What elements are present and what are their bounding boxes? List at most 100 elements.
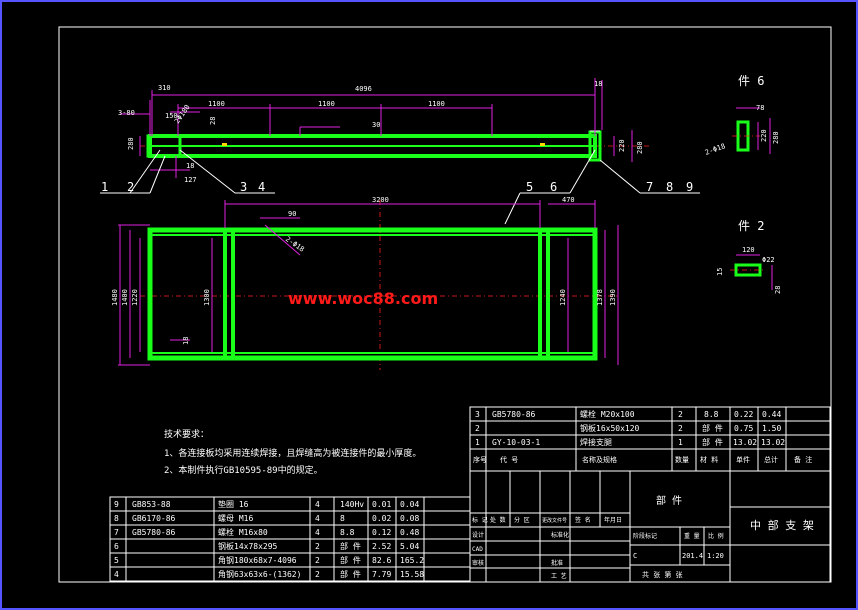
part2-dim-hole: Φ22 — [762, 256, 775, 264]
tb-review: 审核 — [472, 559, 484, 567]
bom-u-r1-name: 螺栓 M20x100 — [580, 409, 635, 419]
dim-front-1400: 1400 — [121, 289, 129, 306]
bom-lower-cell: 4 — [315, 528, 320, 537]
bom-lower-cell: 0.08 — [400, 514, 419, 523]
tb-stage-value: C — [633, 552, 637, 560]
tb-count: 处 数 — [490, 516, 506, 524]
bom-lower-cell: 螺母 M16 — [218, 513, 253, 523]
dim-front-1220: 1220 — [131, 289, 139, 306]
tb-weight-label: 重 量 — [684, 532, 700, 540]
bom-u-r1-unit: 0.22 — [734, 410, 753, 419]
balloon-1: 1 — [101, 180, 108, 194]
bom-u-r1-total: 0.44 — [762, 410, 781, 419]
balloon-3: 3 — [240, 180, 247, 194]
bom-lower-cell: 部 件 — [340, 555, 361, 565]
tech-req-item-2: 2、本制件执行GB10595-89中的规定。 — [164, 464, 323, 476]
part6-dim-holes: 2-Φ18 — [704, 142, 727, 157]
bom-u-r3-mat: 部 件 — [702, 437, 723, 447]
dim-left-150: 150 — [165, 112, 178, 120]
watermark: www.woc88.com — [288, 289, 438, 308]
bom-lower-cell: 0.48 — [400, 528, 419, 537]
dim-right-18: 18 — [594, 80, 602, 88]
title-block-grid — [469, 470, 831, 583]
detail-part-2: 件 2 120 Φ22 28 15 — [716, 219, 782, 294]
bom-u-r3-qty: 1 — [678, 438, 683, 447]
bom-lower-cell: 钢板14x78x295 — [218, 541, 278, 551]
bom-lower-cell: 9 — [114, 500, 119, 509]
part2-label: 件 2 — [738, 219, 764, 233]
tb-signature: 签 名 — [575, 516, 591, 524]
bom-lower-cell: 165.2 — [400, 556, 424, 565]
bom-lower-cell: 6 — [114, 542, 119, 551]
tb-process: 工 艺 — [551, 572, 567, 580]
bom-u-h-unit: 单件 — [736, 455, 750, 464]
bom-u-h-mat: 材 料 — [700, 455, 718, 464]
bom-lower-cell: 部 件 — [340, 541, 361, 551]
bom-lower-cell: 4 — [315, 514, 320, 523]
bom-u-r2-name: 钢板16x50x120 — [580, 423, 640, 433]
balloon-6: 6 — [550, 180, 557, 194]
tb-standardization: 标准化 — [551, 531, 569, 539]
detail-part-6: 件 6 78 220 280 2-Φ18 — [704, 74, 780, 157]
balloon-4: 4 — [258, 180, 265, 194]
bom-lower-cell: 0.02 — [372, 514, 391, 523]
dim-right-280: 280 — [636, 141, 644, 154]
bom-lower-cell: 2.52 — [372, 542, 391, 551]
part6-label: 件 6 — [738, 74, 764, 88]
bom-lower-cell: 角钢180x68x7-4096 — [218, 555, 297, 565]
tb-part-type: 部 件 — [656, 494, 682, 507]
bom-u-h-total: 总计 — [764, 455, 778, 464]
bom-lower-cell: 8 — [114, 514, 119, 523]
dim-overall-length: 4096 — [355, 85, 372, 93]
dim-front-90: 90 — [288, 210, 296, 218]
part6-dim-220: 220 — [760, 129, 768, 142]
part2-dim-120: 120 — [742, 246, 755, 254]
bom-u-r3-name: 焊接支腿 — [580, 437, 612, 447]
bom-lower-cell: 7 — [114, 528, 119, 537]
tb-scale-value: 1:20 — [707, 552, 724, 560]
dim-left-28: 28 — [209, 117, 217, 125]
tb-date: 年月日 — [604, 516, 622, 524]
balloon-9: 9 — [686, 180, 693, 194]
drawing-frame — [58, 26, 832, 583]
bom-lower-cell: GB6170-86 — [132, 514, 176, 523]
tb-sheet: 共 张 第 张 — [642, 570, 683, 579]
dim-front-1300: 1300 — [203, 289, 211, 306]
tb-cad: CAD — [472, 546, 483, 553]
bom-u-r3-no: 1 — [475, 438, 480, 447]
bom-lower-cell: 5 — [114, 556, 119, 565]
dim-spacing-3: 1100 — [428, 100, 445, 108]
dim-front-1240: 1240 — [559, 289, 567, 306]
bom-lower-cell: 垫圈 16 — [218, 499, 249, 509]
balloon-7: 7 — [646, 180, 653, 194]
bom-lower-cell: 0.12 — [372, 528, 391, 537]
tb-mark: 标 记 — [472, 516, 488, 524]
bom-u-r1-qty: 2 — [678, 410, 683, 419]
bom-u-h-qty: 数量 — [675, 455, 689, 464]
dim-front-1390: 1390 — [609, 289, 617, 306]
bom-lower-cell: 螺栓 M16x80 — [218, 527, 268, 537]
tb-change-doc: 更改文件号 — [542, 517, 567, 524]
bom-lower-cell: 82.6 — [372, 556, 391, 565]
bom-u-r2-no: 2 — [475, 424, 480, 433]
dim-right-220: 220 — [618, 139, 626, 152]
bom-u-r1-code: GB5780-86 — [492, 410, 536, 419]
bom-u-r2-mat: 部 件 — [702, 423, 723, 433]
balloon-2: 2 — [127, 180, 134, 194]
tech-req-item-1: 1、各连接板均采用连续焊接，且焊缝高为被连接件的最小厚度。 — [164, 447, 421, 459]
bom-u-r2-unit: 0.75 — [734, 424, 753, 433]
bom-lower-cell: GB5780-86 — [132, 528, 176, 537]
tb-approve: 批准 — [551, 559, 563, 567]
part6-dim-78: 78 — [756, 104, 764, 112]
tech-req-title: 技术要求： — [164, 428, 209, 440]
bom-u-r2-total: 1.50 — [762, 424, 781, 433]
bom-lower-cell: 角钢63x63x6-(1362) — [218, 569, 301, 579]
bom-lower-cell: 0.01 — [372, 500, 391, 509]
dim-left-3-80: 3-80 — [118, 109, 135, 117]
dim-mid: 30 — [372, 121, 380, 129]
bom-lower-cell: 2 — [315, 556, 320, 565]
bom-lower-cell: 4 — [114, 570, 119, 579]
part2-dim-28: 28 — [774, 286, 782, 294]
